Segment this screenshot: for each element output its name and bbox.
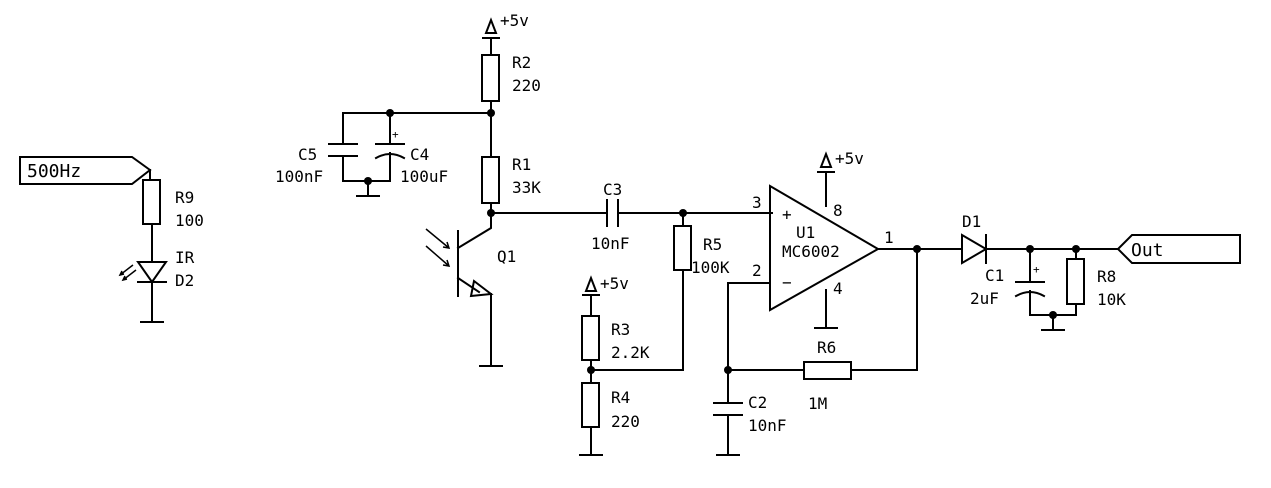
svg-text:+: +: [782, 205, 792, 224]
u1-pin3: 3: [752, 193, 762, 212]
svg-text:−: −: [782, 273, 792, 292]
c5-ref: C5: [298, 145, 317, 164]
r9-value: 100: [175, 211, 204, 230]
r8-ref: R8: [1097, 267, 1116, 286]
r3-ref: R3: [611, 320, 630, 339]
c2-ref: C2: [748, 393, 767, 412]
capacitor-c4: +: [374, 112, 406, 182]
d2-ref: D2: [175, 271, 194, 290]
c1-ref: C1: [985, 266, 1004, 285]
r6-ref: R6: [817, 338, 836, 357]
r5-value: 100K: [691, 258, 730, 277]
wire-c2-ground: [716, 414, 740, 456]
power-rail-r2: +5v: [482, 11, 529, 56]
resistor-r3: [581, 315, 600, 361]
r9-ref: R9: [175, 188, 194, 207]
wire-inv-input: [727, 282, 771, 371]
r3-value: 2.2K: [611, 343, 650, 362]
port-out-label: Out: [1131, 240, 1164, 261]
resistor-r9: [142, 179, 161, 225]
resistor-r2: [481, 54, 500, 102]
resistor-r4: [581, 382, 600, 428]
r5-ref: R5: [703, 235, 722, 254]
svg-text:+5v: +5v: [500, 11, 529, 30]
r4-ref: R4: [611, 388, 630, 407]
c2-value: 10nF: [748, 416, 787, 435]
svg-text:+5v: +5v: [835, 149, 864, 168]
resistor-r8: [1066, 258, 1085, 305]
r8-value: 10K: [1097, 290, 1126, 309]
wire-r4-ground: [579, 426, 603, 456]
r4-value: 220: [611, 412, 640, 431]
power-rail-u1: +5v: [817, 149, 864, 207]
resistor-r1: [481, 156, 500, 204]
r1-value: 33K: [512, 178, 541, 197]
r6-value: 1M: [808, 394, 827, 413]
wire-r5-divider: [590, 269, 684, 371]
r1-ref: R1: [512, 155, 531, 174]
diode-d1: [961, 233, 988, 265]
svg-text:+: +: [1033, 263, 1040, 276]
svg-text:+: +: [392, 128, 399, 141]
power-rail-r3: +5v: [582, 274, 629, 317]
r2-ref: R2: [512, 53, 531, 72]
capacitor-c1: +: [1014, 263, 1046, 316]
c4-value: 100uF: [400, 167, 448, 186]
ir-led-d2: [118, 261, 168, 284]
capacitor-c2: [713, 402, 743, 416]
c3-ref: C3: [603, 180, 622, 199]
resistor-r5: [673, 225, 692, 271]
port-500hz-label: 500Hz: [27, 161, 81, 182]
resistor-r6: [803, 361, 852, 380]
c5-value: 100nF: [275, 167, 323, 186]
c1-value: 2uF: [970, 289, 999, 308]
capacitor-c5: [328, 112, 358, 182]
capacitor-c3: [606, 199, 619, 227]
u1-pin4: 4: [833, 279, 843, 298]
c3-value: 10nF: [591, 234, 630, 253]
u1-pin2: 2: [752, 261, 762, 280]
u1-pin1: 1: [884, 228, 894, 247]
phototransistor-q1: [425, 212, 503, 367]
r2-value: 220: [512, 76, 541, 95]
ir-driver-section: 500Hz R9 100 IR D2: [19, 156, 204, 323]
d2-type: IR: [175, 248, 195, 267]
u1-pin8: 8: [833, 201, 843, 220]
port-500hz: [19, 156, 152, 185]
c4-ref: C4: [410, 145, 429, 164]
port-out: [1116, 234, 1241, 264]
wire-u1-gnd: [814, 289, 838, 329]
u1-part: MC6002: [782, 242, 840, 261]
d1-ref: D1: [962, 212, 981, 231]
svg-text:+5v: +5v: [600, 274, 629, 293]
u1-ref: U1: [796, 223, 815, 242]
opamp-u1: + −: [769, 184, 881, 312]
wire-d2-ground: [140, 281, 164, 323]
q1-ref: Q1: [497, 247, 516, 266]
wire-feedback-right: [850, 248, 918, 371]
